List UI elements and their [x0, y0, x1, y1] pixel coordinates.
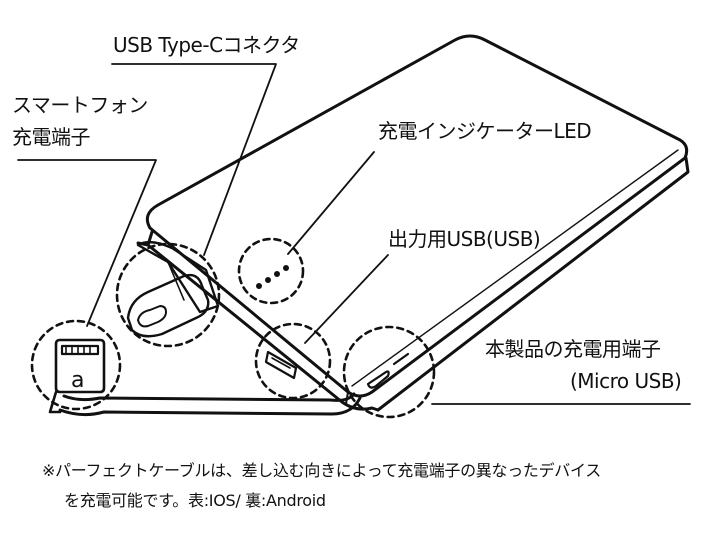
built-in-cable	[58, 240, 362, 417]
usb-type-c-adapter	[126, 273, 210, 338]
label-smartphone-terminal-line2: 充電端子	[12, 125, 91, 149]
label-smartphone-terminal-line1: スマートフォン	[12, 93, 148, 117]
power-bank-body	[136, 34, 690, 412]
highlight-usb-output	[254, 322, 332, 400]
highlight-circles	[30, 237, 436, 419]
cable-tip-letter: a	[71, 368, 84, 393]
label-output-usb: 出力用USB(USB)	[388, 227, 541, 251]
footnote-line1: ※パーフェクトケーブルは、差し込む向きによって充電端子の異なったデバイス	[42, 461, 601, 480]
highlight-lightning	[30, 319, 122, 411]
label-product-charge-terminal-line1: 本製品の充電用端子	[485, 337, 661, 361]
micro-usb-port	[366, 352, 410, 389]
leader-lines	[17, 63, 691, 405]
led-indicator-dots	[256, 265, 289, 289]
usb-output-port	[264, 350, 298, 380]
footnote-line2: を充電可能です。表:IOS/ 裏:Android	[64, 491, 326, 510]
label-product-charge-terminal-line2: (Micro USB)	[570, 369, 682, 393]
label-usb-type-c-connector: USB Type-Cコネクタ	[113, 33, 300, 57]
label-charge-indicator-led: 充電インジケーターLED	[378, 119, 592, 143]
highlight-led	[237, 237, 305, 305]
lightning-connector	[48, 338, 106, 414]
highlight-micro-usb	[342, 325, 436, 419]
highlight-type-c	[115, 242, 221, 348]
